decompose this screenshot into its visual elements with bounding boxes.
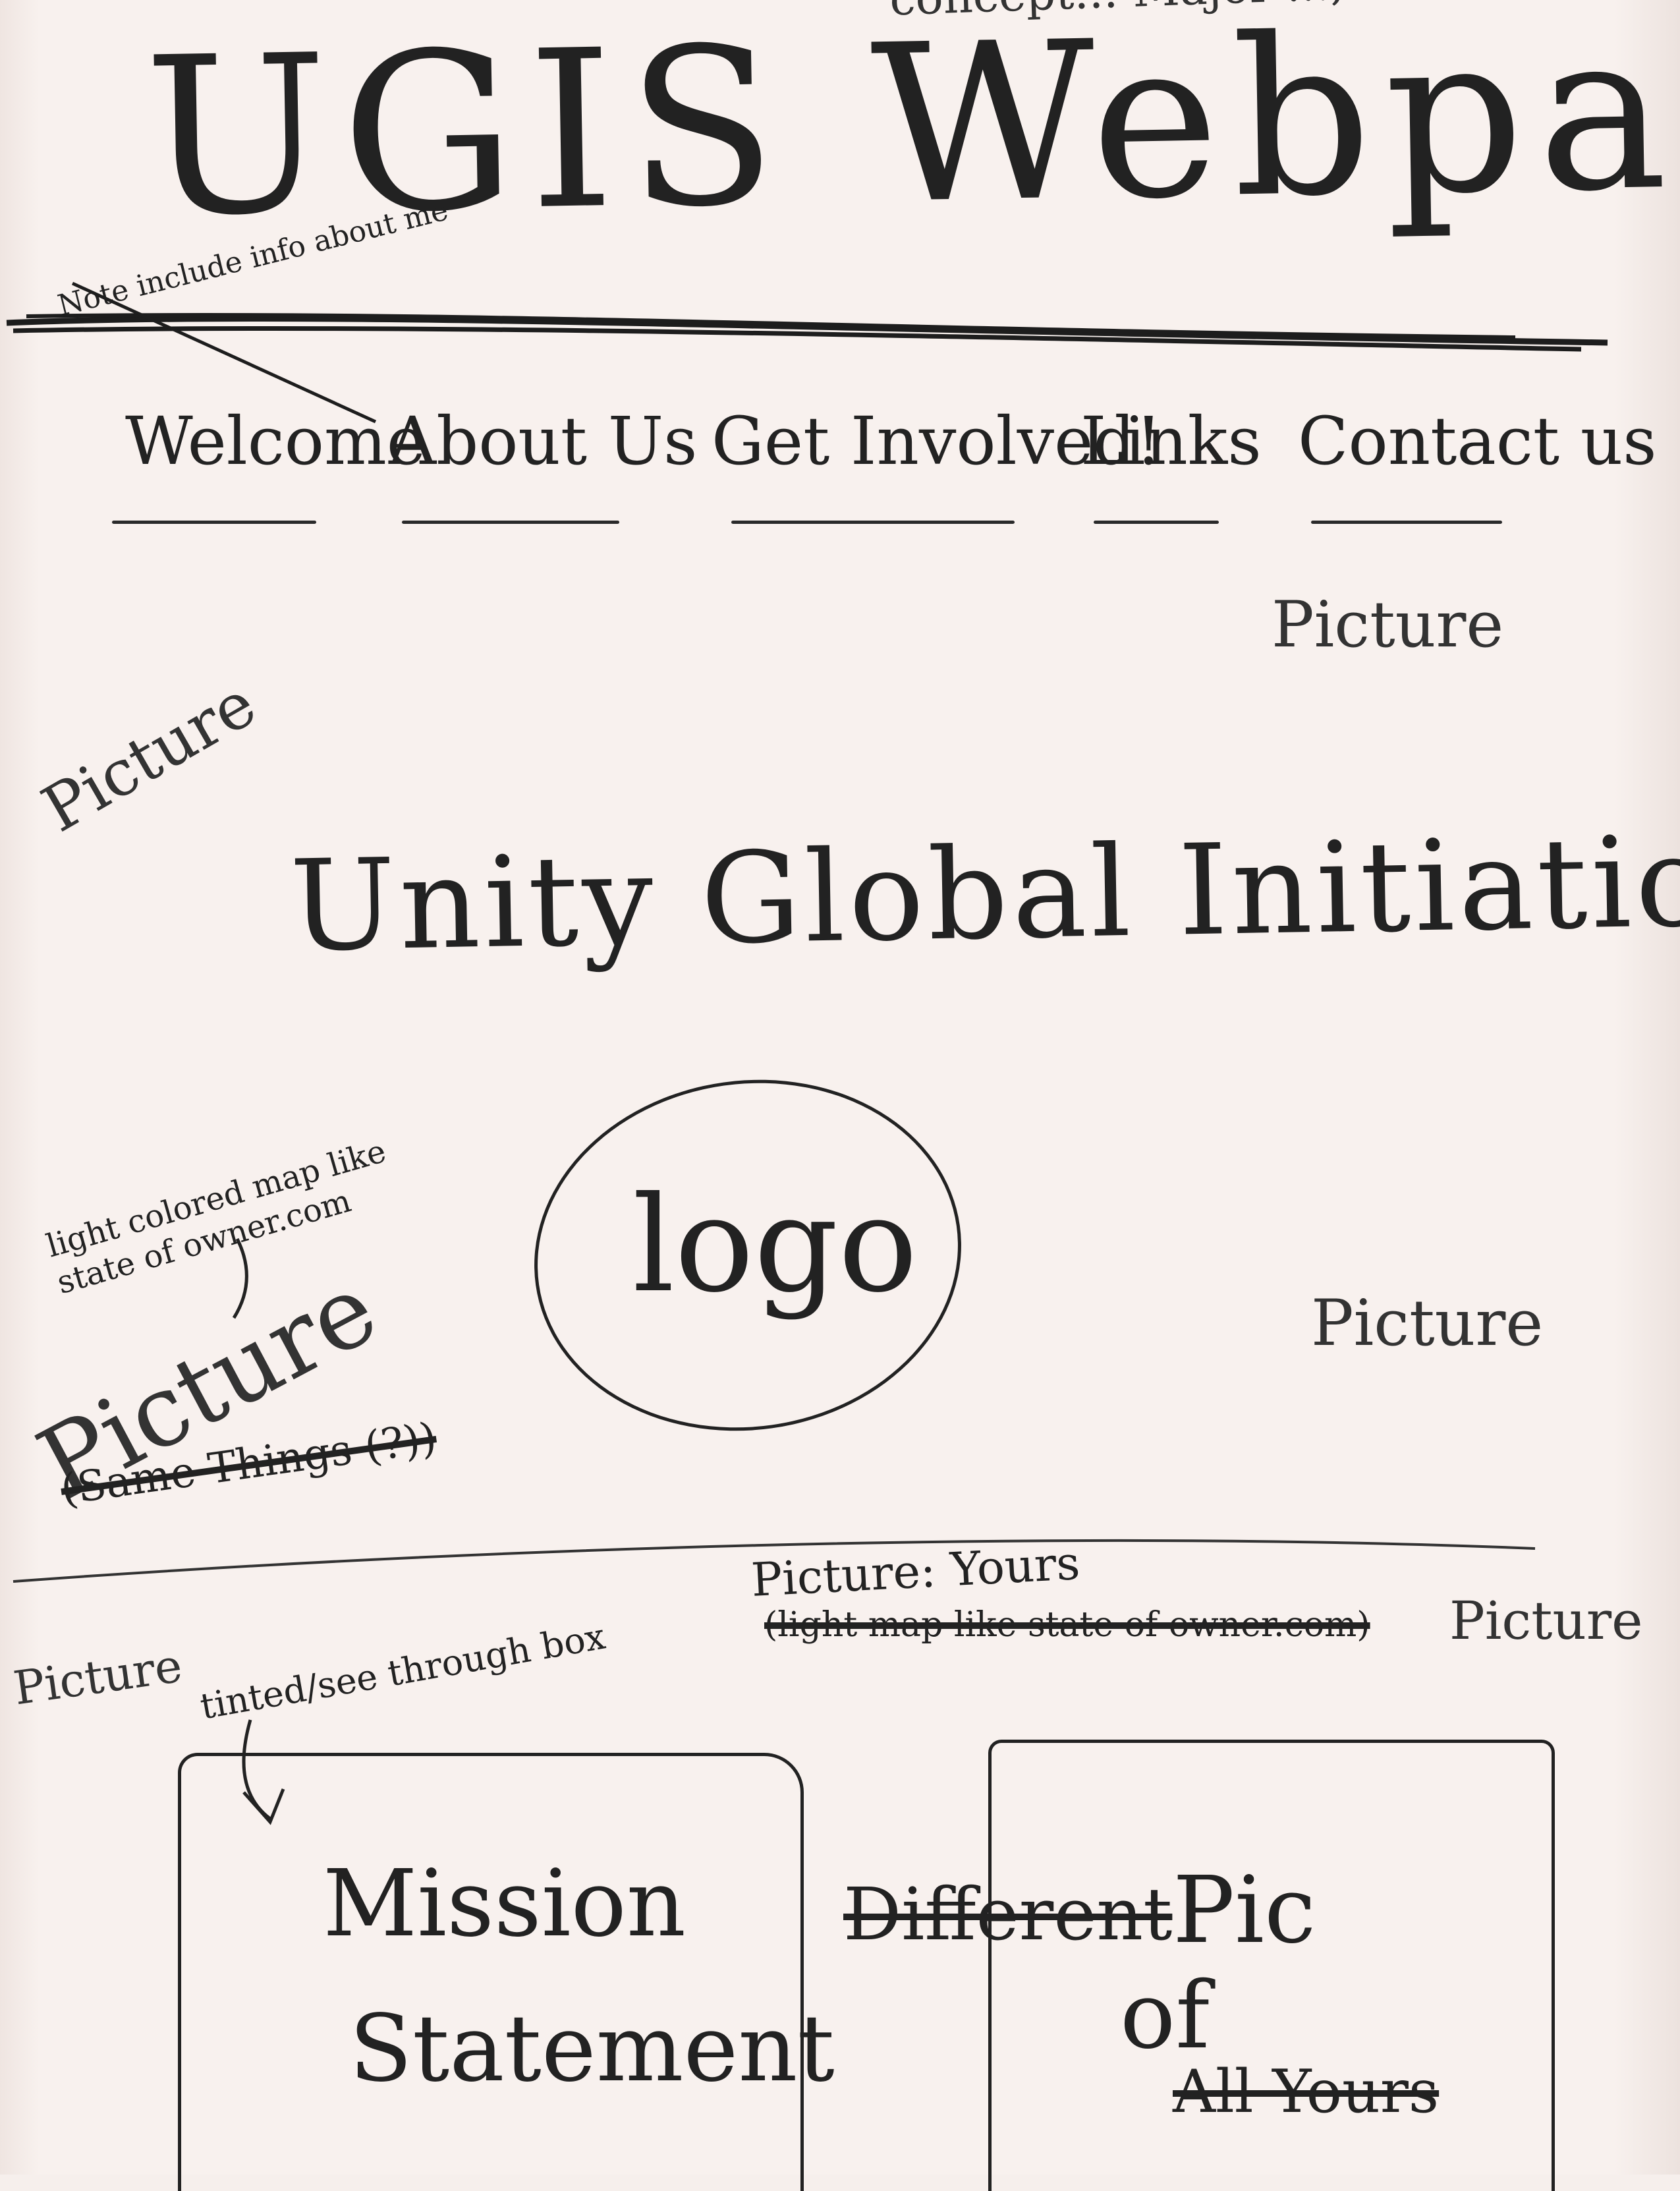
nav-about-us[interactable]: About Us [389, 403, 698, 480]
mission-line-2: Statement [349, 1995, 835, 2103]
picture-label-bottom-right: Picture [1449, 1590, 1643, 1651]
mission-line-1: Mission [323, 1850, 686, 1958]
nav-underline-about [402, 521, 619, 524]
mission-statement-box [178, 1753, 804, 2191]
logo-label: logo [632, 1168, 918, 1322]
nav-underline-welcome [112, 521, 316, 524]
nav-underline-involved [731, 521, 1015, 524]
nav-underline-links [1094, 521, 1219, 524]
group-pic-struck: All Yours [1173, 2057, 1440, 2126]
group-pic-line-2: of [1120, 1962, 1210, 2070]
picture-word-struck: Different [843, 1872, 1173, 1956]
nav-underline-contact [1311, 521, 1502, 524]
nav-links[interactable]: Links [1080, 403, 1262, 480]
nav-contact-us[interactable]: Contact us [1298, 403, 1657, 480]
nav-get-involved[interactable]: Get Involved! [712, 403, 1162, 480]
group-picture-box [988, 1740, 1555, 2191]
group-pic-line-1: Pic [1173, 1857, 1316, 1964]
picture-label-top-right: Picture [1272, 588, 1504, 662]
picture-yours-struck: (light map like state of owner.com) [764, 1605, 1370, 1645]
nav-welcome[interactable]: Welcome [125, 403, 426, 480]
picture-label-mid-right: Picture [1311, 1286, 1544, 1360]
